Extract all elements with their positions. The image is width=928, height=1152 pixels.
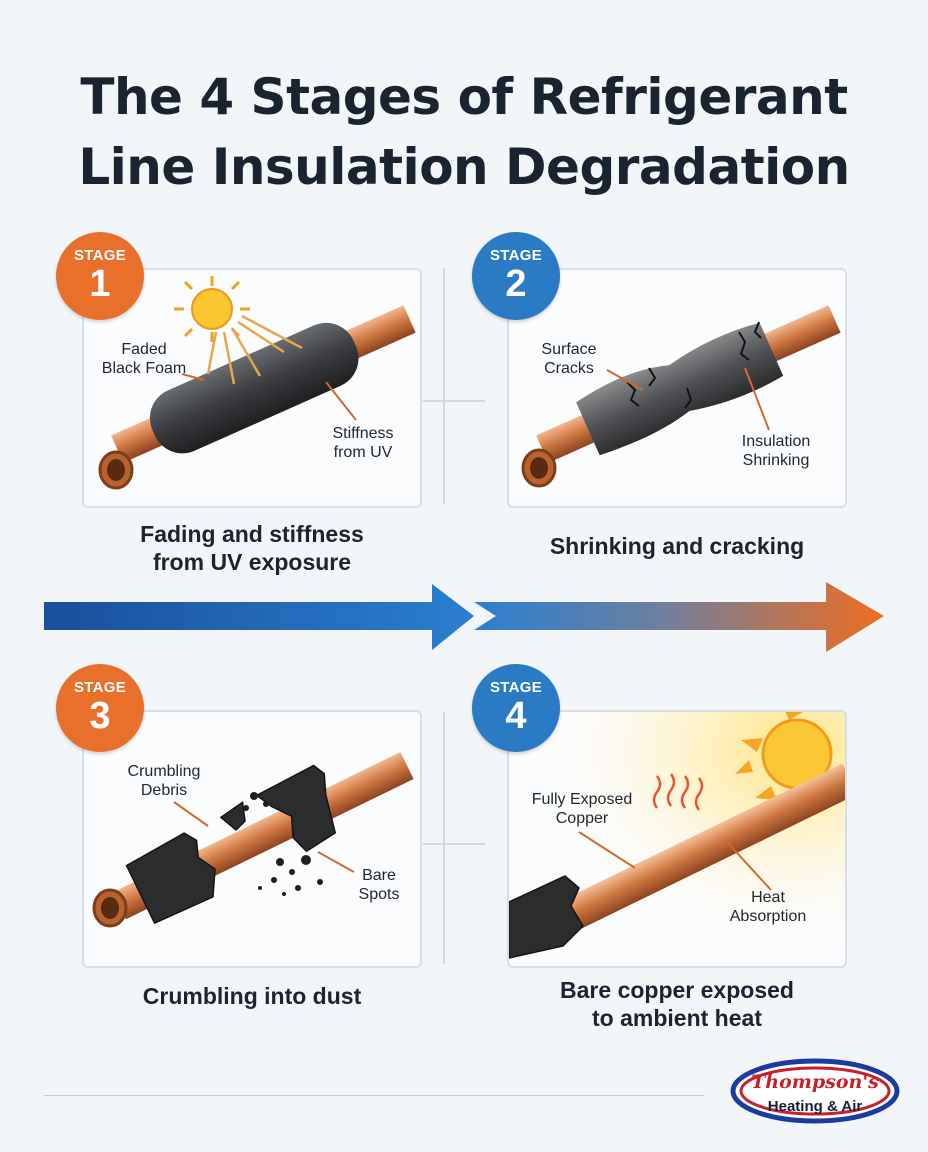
callout-faded-black-foam: Faded Black Foam	[101, 341, 187, 377]
stage-4-caption: Bare copper exposed to ambient heat	[560, 977, 794, 1031]
stage-number: 1	[89, 263, 111, 305]
logo-subtitle: Heating & Air	[767, 1098, 863, 1115]
footer-rule	[44, 1095, 704, 1096]
heat-waves-icon	[652, 773, 704, 811]
stage-number: 3	[89, 695, 111, 737]
pipe-end	[521, 448, 557, 488]
sun-icon	[174, 276, 250, 342]
foam-insulation	[149, 322, 359, 454]
stage-label: STAGE	[73, 679, 127, 696]
stage-label: STAGE	[489, 679, 543, 696]
stage-3-illustration	[92, 752, 414, 928]
stage-1-badge: STAGE 1	[56, 232, 144, 320]
stage-2-badge: STAGE 2	[472, 232, 560, 320]
stage-2-panel	[507, 268, 847, 508]
callout-leader-2	[744, 367, 770, 431]
arrow-segment-blue	[44, 584, 474, 650]
stage-number: 4	[505, 695, 527, 737]
callout-leader-1	[173, 801, 209, 827]
stage-1-illustration	[98, 276, 416, 490]
callout-leader-1	[578, 831, 636, 869]
debris-icon	[243, 792, 323, 896]
company-logo: Thompson's Heating & Air	[730, 1058, 900, 1129]
vertical-divider-top	[443, 268, 445, 504]
stage-1-panel	[82, 268, 422, 508]
callout-heat-absorption: Heat Absorption	[729, 889, 807, 925]
callout-stiffness-from-uv: Stiffness from UV	[332, 425, 394, 461]
pipe-end	[98, 450, 134, 490]
cracks-icon	[626, 321, 762, 409]
horizontal-divider-bottom	[423, 843, 485, 845]
callout-fully-exposed-copper: Fully Exposed Copper	[531, 791, 633, 827]
crumbling-foam	[125, 764, 337, 925]
stage-4-illustration	[509, 712, 845, 966]
callout-crumbling-debris: Crumbling Debris	[127, 763, 201, 799]
arrow-segment-gradient	[474, 582, 884, 652]
stage-1-caption: Fading and stiffness from UV exposure	[140, 521, 364, 575]
uv-rays-icon	[206, 314, 303, 385]
stage-4-panel	[507, 710, 847, 968]
stage-3-panel	[82, 710, 422, 968]
stage-label: STAGE	[489, 247, 543, 264]
copper-pipe	[518, 763, 845, 952]
callout-leader-2	[726, 841, 772, 891]
stage-4-badge: STAGE 4	[472, 664, 560, 752]
stage-label: STAGE	[73, 247, 127, 264]
stage-3-badge: STAGE 3	[56, 664, 144, 752]
logo-oval	[730, 1058, 900, 1124]
stage-3-caption: Crumbling into dust	[142, 983, 362, 1009]
horizontal-divider-top	[423, 400, 485, 402]
page-title: The 4 Stages of Refrigerant Line Insulat…	[0, 62, 928, 202]
stage-2-caption: Shrinking and cracking	[549, 533, 805, 559]
callout-surface-cracks: Surface Cracks	[541, 341, 597, 377]
title-line-2: Line Insulation Degradation	[78, 138, 850, 196]
pipe-end	[92, 888, 128, 928]
title-line-1: The 4 Stages of Refrigerant	[80, 68, 848, 126]
logo-name: Thompson's	[751, 1071, 879, 1093]
callout-leader-2	[325, 381, 357, 421]
stage-2-illustration	[521, 305, 841, 488]
stage-number: 2	[505, 263, 527, 305]
foam-insulation	[576, 322, 784, 456]
sun-icon	[735, 712, 833, 800]
remaining-foam	[509, 875, 584, 959]
callout-leader-1	[181, 373, 205, 381]
callout-insulation-shrinking: Insulation Shrinking	[741, 433, 811, 469]
callout-bare-spots: Bare Spots	[358, 867, 400, 903]
callout-leader-1	[606, 369, 644, 391]
callout-leader-2	[317, 851, 355, 873]
vertical-divider-bottom	[443, 712, 445, 964]
progression-arrow	[44, 582, 884, 652]
